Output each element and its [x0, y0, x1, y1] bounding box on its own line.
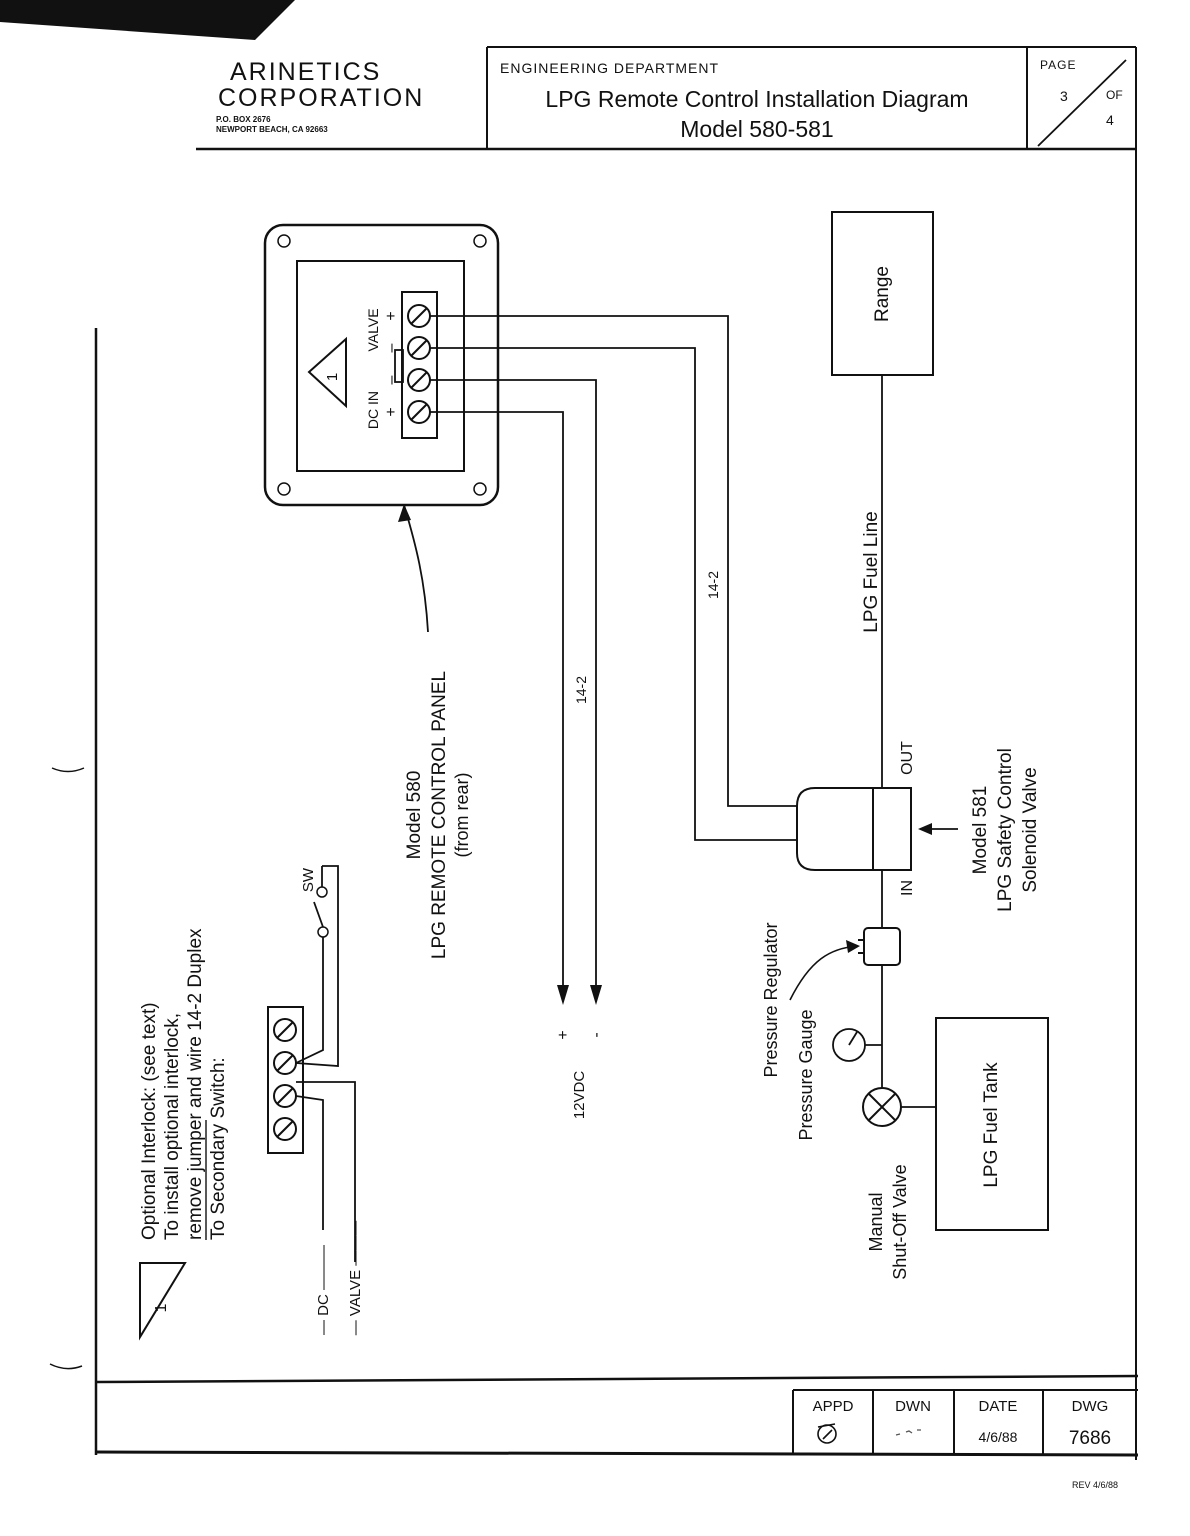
dwg-label: DWG — [1072, 1398, 1109, 1415]
fuel-line-label: LPG Fuel Line — [861, 511, 882, 632]
interlock-note-line1: Optional Interlock: (see text) — [139, 1002, 160, 1240]
interlock-note-line4: To Secondary Switch: — [208, 1057, 229, 1240]
solenoid-in-label: IN — [899, 880, 916, 896]
interlock-dc-label: — DC ——— — [315, 1245, 332, 1335]
scan-corner-artifact — [0, 0, 295, 40]
note-marker-triangle — [307, 336, 347, 409]
dc-in-terminal-label: DC IN — [365, 391, 381, 429]
terminal-minus-label: – — [383, 375, 400, 384]
supply-voltage-label: 12VDC — [571, 1071, 588, 1120]
note-marker-number: 1 — [324, 373, 341, 381]
date-label: DATE — [979, 1398, 1018, 1415]
shutoff-caption-line2: Shut-Off Valve — [890, 1164, 910, 1279]
page-total: 4 — [1106, 112, 1114, 128]
wire-gauge-label-valve: 14-2 — [705, 571, 721, 599]
drafter-initials-mark — [895, 1429, 921, 1436]
interlock-valve-label: — VALVE ——— — [347, 1221, 364, 1335]
wiring — [430, 315, 797, 990]
valve-terminal-label: VALVE — [365, 308, 381, 351]
switch-lever — [313, 901, 324, 928]
pressure-regulator — [858, 927, 901, 966]
mounting-hole — [473, 234, 487, 248]
supply-plus-label: + — [555, 1030, 572, 1039]
page-of-label: OF — [1106, 88, 1123, 102]
solenoid-out-label: OUT — [899, 741, 916, 775]
scan-margin-mark — [49, 1363, 83, 1370]
solenoid-pointer-head — [918, 823, 932, 835]
supply-minus-label: - — [588, 1032, 605, 1037]
interlock-note-line3: remove jumper and wire 14-2 Duplex — [185, 928, 206, 1240]
fuel-tank-box — [935, 1017, 1049, 1231]
solenoid-caption-line2: LPG Safety Control — [995, 748, 1016, 912]
switch-contact — [317, 926, 329, 938]
wire-gauge-label-dc: 14-2 — [573, 676, 589, 704]
range-label: Range — [872, 266, 893, 322]
revision-note: REV 4/6/88 — [1072, 1480, 1118, 1490]
shutoff-caption-line1: Manual — [866, 1192, 886, 1251]
company-name-line2: CORPORATION — [218, 84, 425, 112]
shutoff-valve — [862, 1087, 902, 1127]
solenoid-valve — [796, 787, 912, 871]
drawing-title: LPG Remote Control Installation Diagram — [545, 86, 969, 112]
terminal-strip — [401, 291, 438, 439]
interlock-marker-number: 1 — [153, 1303, 170, 1312]
pressure-regulator-label: Pressure Regulator — [761, 922, 781, 1077]
mounting-hole — [277, 482, 291, 496]
solenoid-caption-line3: Solenoid Valve — [1020, 767, 1041, 892]
mounting-hole — [473, 482, 487, 496]
company-name-line1: ARINETICS — [230, 58, 382, 86]
drawing-subtitle: Model 580-581 — [680, 116, 834, 142]
terminal-screw — [407, 304, 431, 424]
approval-initials-mark — [817, 1423, 837, 1444]
pressure-gauge — [832, 1028, 882, 1062]
interlock-terminal-strip — [267, 1006, 304, 1154]
interlock-note-line2: To install optional interlock, — [162, 1013, 183, 1240]
panel-pointer-arrow — [398, 504, 429, 633]
scan-margin-mark — [51, 767, 85, 773]
mounting-hole — [277, 234, 291, 248]
company-address-line2: NEWPORT BEACH, CA 92663 — [216, 125, 328, 134]
interlock-note: 1 Optional Interlock: (see text) To inst… — [139, 865, 364, 1341]
regulator-pointer — [789, 945, 859, 1001]
header-frame — [196, 46, 1137, 151]
note-marker-triangle — [139, 1262, 187, 1341]
terminal-screw — [273, 1018, 297, 1141]
wire-arrowhead — [590, 985, 602, 1005]
appd-label: APPD — [813, 1398, 854, 1415]
wire-arrowhead — [557, 985, 569, 1005]
drawing-frame — [94, 149, 1139, 1460]
department-label: ENGINEERING DEPARTMENT — [500, 60, 720, 76]
pressure-gauge-label: Pressure Gauge — [796, 1009, 816, 1140]
panel-caption-line1: Model 580 — [404, 771, 425, 860]
dwg-number: 7686 — [1069, 1428, 1111, 1449]
terminal-plus-label: + — [383, 311, 400, 320]
terminal-minus-label: – — [383, 343, 400, 352]
dwn-label: DWN — [895, 1398, 931, 1415]
remote-control-panel: VALVE DC IN + – – + 1 — [263, 223, 500, 507]
switch-contact — [316, 886, 328, 898]
jumper — [394, 349, 404, 383]
page-number: 3 — [1060, 88, 1068, 104]
solenoid-caption-line1: Model 581 — [970, 786, 991, 875]
company-address-line1: P.O. BOX 2676 — [216, 115, 271, 124]
fuel-tank-label: LPG Fuel Tank — [981, 1062, 1002, 1188]
terminal-plus-label: + — [383, 407, 400, 416]
page-label: PAGE — [1040, 58, 1077, 72]
switch-label: SW — [300, 867, 317, 892]
date-value: 4/6/88 — [979, 1429, 1018, 1445]
panel-caption-line2: LPG REMOTE CONTROL PANEL — [429, 671, 450, 959]
panel-caption-line3: (from rear) — [452, 773, 472, 858]
title-block — [792, 1389, 1138, 1454]
